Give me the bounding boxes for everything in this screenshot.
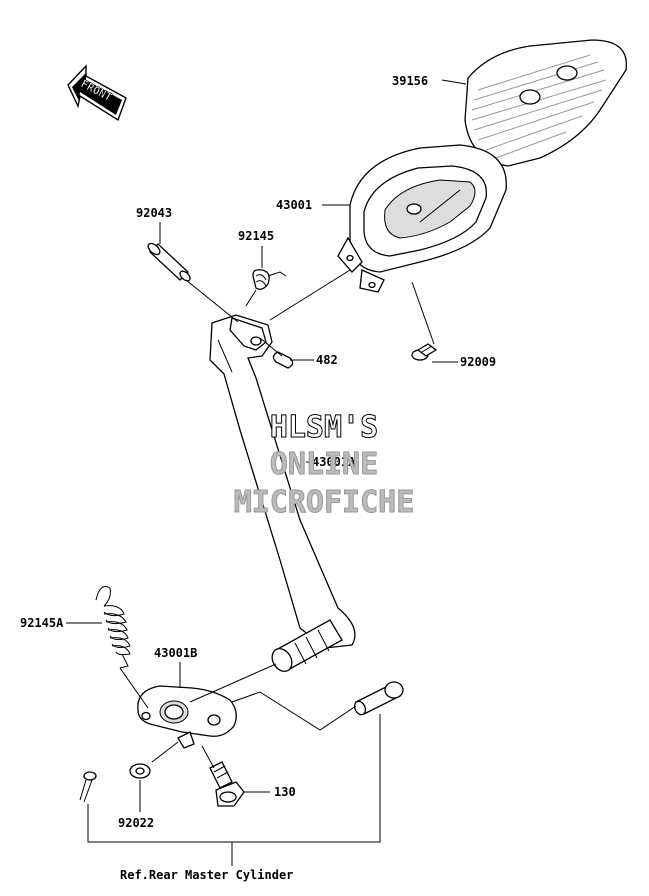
label-482: 482 bbox=[316, 353, 338, 367]
pin-92043 bbox=[147, 242, 191, 282]
label-43001B: 43001B bbox=[154, 646, 197, 660]
spring-92145 bbox=[252, 269, 287, 290]
label-39156: 39156 bbox=[392, 74, 428, 88]
label-92022: 92022 bbox=[118, 816, 154, 830]
label-92145A: 92145A bbox=[20, 616, 64, 630]
front-arrow-icon: FRONT bbox=[67, 64, 127, 122]
bolt-130 bbox=[209, 761, 245, 807]
watermark-line-3: MICROFICHE bbox=[234, 485, 415, 520]
reference-label: Ref.Rear Master Cylinder bbox=[120, 868, 293, 882]
lever-43001B bbox=[137, 685, 237, 749]
brake-pedal-arm-43001A bbox=[209, 314, 356, 672]
watermark-line-2: ONLINE bbox=[270, 447, 378, 482]
snap-ring-482 bbox=[272, 351, 294, 369]
part-labels: 39156 43001 92043 92145 482 92009 43001A… bbox=[20, 74, 496, 882]
label-130: 130 bbox=[274, 785, 296, 799]
label-43001A: 43001A bbox=[312, 455, 356, 469]
bolt-92009 bbox=[411, 343, 438, 361]
footrest-pad-39156 bbox=[464, 39, 627, 167]
spring-92145A bbox=[95, 586, 131, 669]
label-92009: 92009 bbox=[460, 355, 496, 369]
clevis-pin bbox=[353, 681, 404, 716]
watermark-line-1: HLSM'S bbox=[270, 410, 378, 445]
cotter-pin bbox=[79, 771, 97, 803]
watermark: HLSM'S ONLINE MICROFICHE bbox=[233, 410, 415, 521]
footrest-bracket-43001 bbox=[337, 144, 507, 293]
label-92145: 92145 bbox=[238, 229, 274, 243]
label-92043: 92043 bbox=[136, 206, 172, 220]
leader-lines bbox=[66, 79, 467, 866]
washer-92022 bbox=[129, 763, 151, 779]
label-43001: 43001 bbox=[276, 198, 312, 212]
